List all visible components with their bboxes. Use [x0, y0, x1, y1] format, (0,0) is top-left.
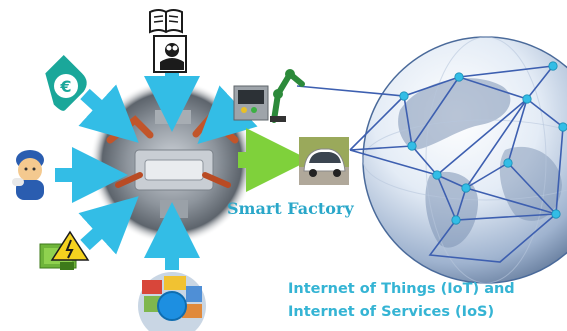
network-node [461, 183, 471, 193]
arrow-from-euro [78, 84, 139, 143]
network-node [432, 170, 442, 180]
worker-icon [12, 150, 44, 200]
network-node [522, 94, 532, 104]
arrow-from-energy [78, 196, 139, 255]
network-globe-icon [362, 36, 567, 284]
network-node [548, 61, 558, 71]
iot-label-line1: Internet of Things (IoT) and [288, 281, 515, 297]
svg-text:€: € [59, 77, 71, 96]
network-node [407, 141, 417, 151]
network-node [503, 158, 513, 168]
euro-coin-icon: € [45, 55, 87, 111]
network-node [454, 72, 464, 82]
energy-battery-icon [39, 230, 90, 270]
iot-label-line2: Internet of Services (IoS) [288, 304, 495, 320]
raw-materials-icon [138, 272, 206, 331]
smart-car-icon [299, 137, 349, 185]
network-node [399, 91, 409, 101]
open-book-icon [149, 9, 183, 34]
network-node [551, 209, 561, 219]
robot-arm-icon [233, 69, 305, 123]
network-node [451, 215, 461, 225]
network-node [558, 122, 567, 132]
network-nodes [399, 61, 567, 225]
expert-person-icon [153, 35, 187, 73]
smart-factory-label: Smart Factory [227, 199, 354, 218]
iot-ios-label: Internet of Things (IoT) and Internet of… [288, 278, 515, 324]
